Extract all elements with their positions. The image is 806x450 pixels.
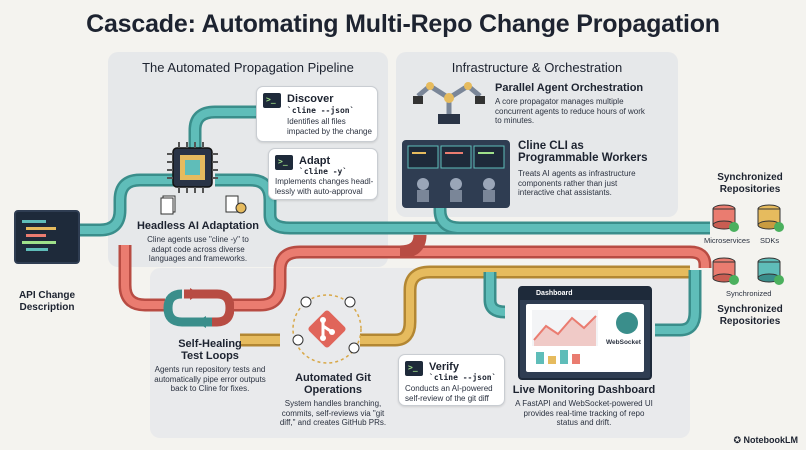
dashboard-chart-icon (532, 310, 598, 364)
adapt-title: Adapt (299, 155, 331, 167)
adapt-desc: Implements changes headl-lessly with aut… (275, 177, 374, 196)
api-change-screen (14, 210, 80, 264)
repo-icon-left (710, 256, 740, 286)
page-title: Cascade: Automating Multi-Repo Change Pr… (86, 10, 720, 38)
terminal-icon: >_ (405, 361, 423, 376)
terminal-icon: >_ (275, 155, 293, 170)
infra-panel-title: Infrastructure & Orchestration (451, 60, 623, 75)
dashboard-window-label: Dashboard (536, 290, 573, 297)
git-ops-desc: System handles branching,commits, self-r… (279, 399, 387, 427)
adapt-command: `cline -y` (299, 167, 348, 176)
adapt-card: >_ Adapt `cline -y` Implements changes h… (268, 148, 378, 200)
microservices-label: Microservices (704, 236, 750, 245)
robot-arms-icon (408, 76, 490, 126)
headless-title: Headless AI Adaptation (136, 220, 260, 232)
verify-command: `cline --json` (429, 373, 497, 382)
document-stack-icon (160, 195, 178, 215)
verify-title: Verify (429, 361, 459, 373)
ai-chip-icon (165, 140, 220, 195)
terminal-icon: >_ (263, 93, 281, 108)
git-icon (288, 290, 366, 368)
document-gear-icon (225, 195, 247, 215)
sdks-label: SDKs (760, 236, 780, 245)
notebooklm-brand: ✪ NotebookLM (733, 435, 798, 445)
discover-card: >_ Discover `cline --json` Identifies al… (256, 86, 378, 142)
websocket-label: WebSocket (606, 339, 641, 346)
parallel-section: Parallel Agent Orchestration A core prop… (495, 82, 675, 126)
websocket-icon (616, 312, 638, 334)
headless-section: Headless AI Adaptation Cline agents use … (128, 220, 268, 264)
synchronized-label: Synchronized (726, 289, 772, 298)
dashboard-window: Dashboard WebSocket (518, 286, 652, 380)
discover-command: `cline --json` (287, 106, 355, 115)
microservices-icon (710, 203, 740, 233)
pipeline-panel-title: The Automated Propagation Pipeline (142, 60, 354, 75)
workers-illustration (402, 140, 510, 208)
repo-icon-right (755, 256, 785, 286)
dashboard-section: Live Monitoring Dashboard A FastAPI and … (504, 384, 664, 428)
parallel-title: Parallel Agent Orchestration (495, 82, 644, 94)
notebooklm-logo-icon: ✪ (733, 435, 744, 445)
sdks-icon (755, 203, 785, 233)
verify-card: >_ Verify `cline --json` Conducts an AI-… (398, 354, 505, 406)
loop-arrows-icon (162, 288, 235, 328)
dashboard-title: Live Monitoring Dashboard (512, 384, 656, 396)
code-lines-icon (22, 220, 56, 251)
discover-title: Discover (287, 93, 334, 105)
